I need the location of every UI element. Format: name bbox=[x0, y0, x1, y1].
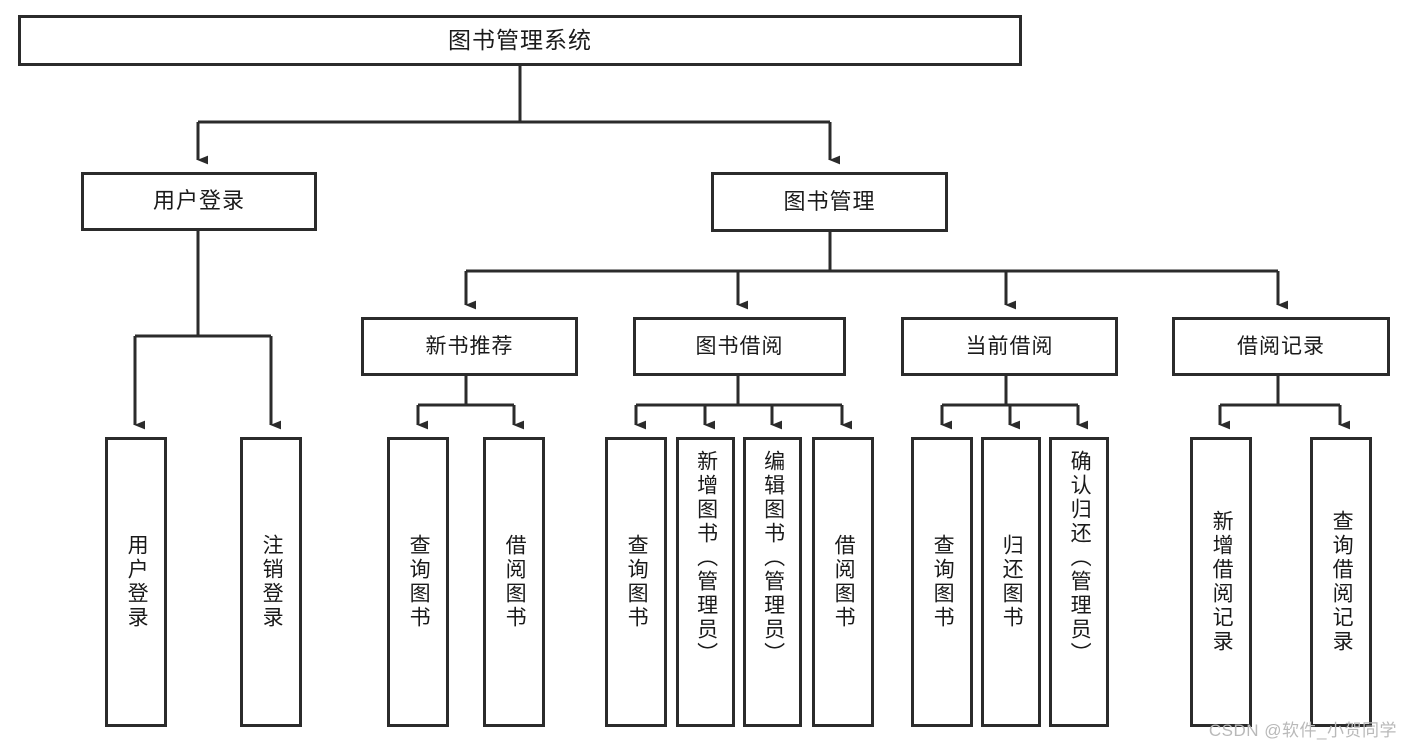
node-leaf-edit-book[interactable]: 编辑图书（管理员） bbox=[743, 437, 802, 727]
node-book-manage[interactable]: 图书管理 bbox=[711, 172, 948, 232]
node-leaf-query-book-3-label: 查询图书 bbox=[931, 534, 955, 630]
node-new-book-recommend[interactable]: 新书推荐 bbox=[361, 317, 578, 376]
node-new-book-recommend-label: 新书推荐 bbox=[425, 334, 514, 358]
node-leaf-query-record-label: 查询借阅记录 bbox=[1330, 510, 1354, 654]
node-root-label: 图书管理系统 bbox=[448, 26, 592, 53]
watermark-text: CSDN @软件_小贺同学 bbox=[1208, 721, 1397, 740]
node-borrow-record[interactable]: 借阅记录 bbox=[1172, 317, 1390, 376]
node-leaf-add-record[interactable]: 新增借阅记录 bbox=[1190, 437, 1252, 727]
node-book-manage-label: 图书管理 bbox=[783, 188, 876, 214]
node-leaf-borrow-book-2[interactable]: 借阅图书 bbox=[812, 437, 874, 727]
node-leaf-logout-label: 注销登录 bbox=[260, 534, 284, 630]
node-leaf-query-book-1[interactable]: 查询图书 bbox=[387, 437, 449, 727]
node-leaf-edit-book-label: 编辑图书（管理员） bbox=[761, 450, 785, 666]
node-leaf-user-login[interactable]: 用户登录 bbox=[105, 437, 167, 727]
node-current-borrow-label: 当前借阅 bbox=[965, 334, 1054, 358]
node-leaf-add-book-label: 新增图书（管理员） bbox=[694, 450, 718, 666]
node-book-borrow-label: 图书借阅 bbox=[695, 334, 784, 358]
node-leaf-query-record[interactable]: 查询借阅记录 bbox=[1310, 437, 1372, 727]
node-leaf-logout[interactable]: 注销登录 bbox=[240, 437, 302, 727]
node-leaf-query-book-3[interactable]: 查询图书 bbox=[911, 437, 973, 727]
node-leaf-query-book-2-label: 查询图书 bbox=[625, 534, 649, 630]
node-leaf-user-login-label: 用户登录 bbox=[125, 534, 149, 630]
node-leaf-return-book[interactable]: 归还图书 bbox=[981, 437, 1041, 727]
node-leaf-query-book-1-label: 查询图书 bbox=[407, 534, 431, 630]
node-user-login-label: 用户登录 bbox=[152, 188, 245, 214]
node-leaf-add-book[interactable]: 新增图书（管理员） bbox=[676, 437, 735, 727]
node-current-borrow[interactable]: 当前借阅 bbox=[901, 317, 1118, 376]
node-leaf-add-record-label: 新增借阅记录 bbox=[1210, 510, 1234, 654]
node-leaf-return-book-label: 归还图书 bbox=[1000, 534, 1024, 630]
node-root[interactable]: 图书管理系统 bbox=[18, 15, 1022, 66]
node-book-borrow[interactable]: 图书借阅 bbox=[633, 317, 846, 376]
node-leaf-borrow-book-1-label: 借阅图书 bbox=[503, 534, 527, 630]
node-leaf-query-book-2[interactable]: 查询图书 bbox=[605, 437, 667, 727]
node-leaf-confirm-return-label: 确认归还（管理员） bbox=[1068, 450, 1092, 666]
node-borrow-record-label: 借阅记录 bbox=[1237, 334, 1325, 358]
node-user-login[interactable]: 用户登录 bbox=[81, 172, 317, 231]
node-leaf-confirm-return[interactable]: 确认归还（管理员） bbox=[1049, 437, 1109, 727]
node-leaf-borrow-book-2-label: 借阅图书 bbox=[832, 534, 856, 630]
node-leaf-borrow-book-1[interactable]: 借阅图书 bbox=[483, 437, 545, 727]
